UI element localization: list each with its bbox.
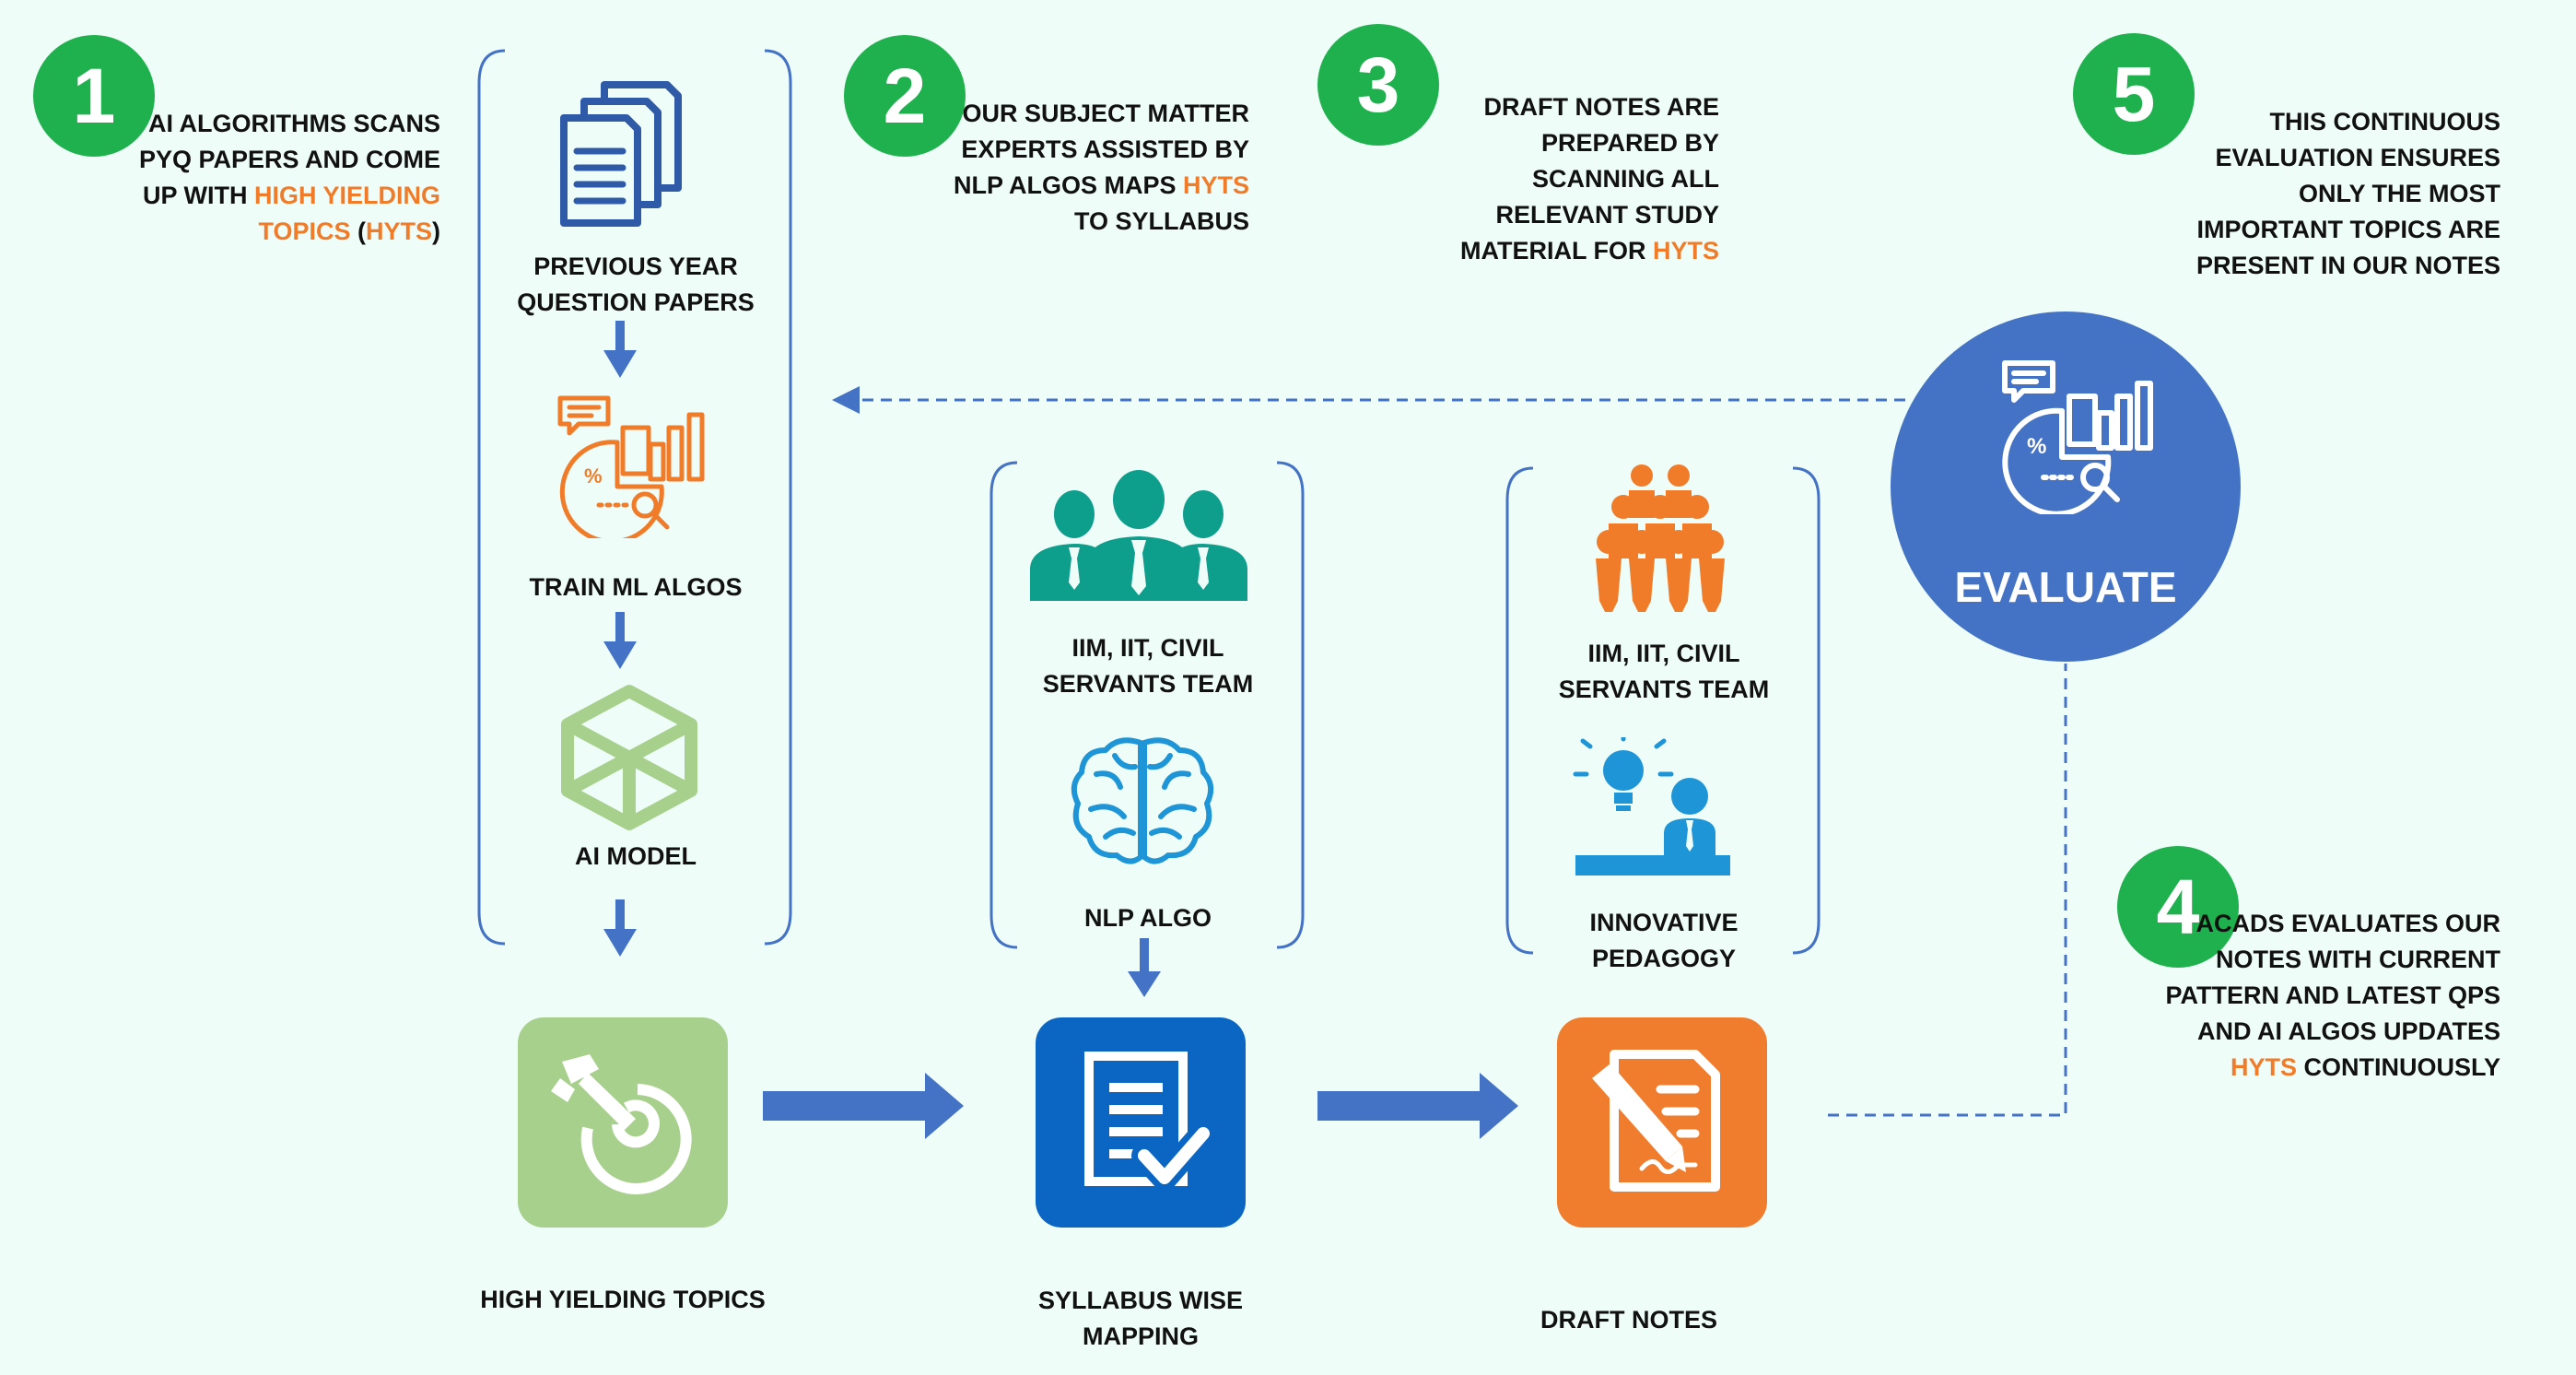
step-2-badge: 2 xyxy=(844,35,966,157)
step-text: MATERIAL FOR xyxy=(1459,237,1653,264)
drafting-team-label: IIM, IIT, CIVIL SERVANTS TEAM xyxy=(1516,636,1811,708)
highlight-text: HIGH YIELDING xyxy=(253,182,440,209)
step-line: TOPICS (HYTS) xyxy=(53,214,440,250)
label-line: QUESTION PAPERS xyxy=(517,288,755,316)
svg-text:%: % xyxy=(2027,434,2046,459)
step-line: AND AI ALGOS UPDATES xyxy=(2196,1017,2500,1045)
step-text: NLP ALGOS MAPS xyxy=(953,171,1183,199)
mapping-bracket xyxy=(989,461,1305,949)
label-line: IIM, IIT, CIVIL xyxy=(1071,634,1224,662)
step-3-badge: 3 xyxy=(1317,24,1439,146)
step-number: 2 xyxy=(883,52,927,139)
step-text: ) xyxy=(432,217,440,245)
presenter-idea-icon xyxy=(1573,737,1730,876)
draft-label: DRAFT NOTES xyxy=(1540,1306,1717,1334)
pyq-label: PREVIOUS YEAR QUESTION PAPERS xyxy=(498,249,774,321)
label-line: PREVIOUS YEAR xyxy=(533,253,738,280)
team-icon xyxy=(1030,470,1247,601)
step-number: 5 xyxy=(2112,50,2156,137)
step-line: PATTERN AND LATEST QPS xyxy=(2165,981,2501,1009)
high-yielding-topics-tile xyxy=(518,1017,728,1228)
evaluate-label: EVALUATE xyxy=(1954,563,2177,611)
swm-label: SYLLABUS WISE MAPPING xyxy=(956,1283,1325,1355)
evaluate-analytics-icon: % xyxy=(2002,360,2153,514)
step-3-text: DRAFT NOTES ARE PREPARED BY SCANNING ALL… xyxy=(1369,89,1719,269)
target-icon xyxy=(551,1054,692,1194)
step-5-badge: 5 xyxy=(2073,33,2195,155)
step-line: IMPORTANT TOPICS ARE xyxy=(2196,216,2500,243)
drafting-bracket xyxy=(1505,466,1821,955)
step-line: ACADS EVALUATES OUR xyxy=(2195,910,2500,937)
draft-notes-tile xyxy=(1557,1017,1767,1228)
step-line: PYQ PAPERS AND COME xyxy=(138,146,440,173)
svg-text:%: % xyxy=(584,464,603,488)
train-label: TRAIN ML ALGOS xyxy=(529,573,743,601)
label-line: SYLLABUS WISE xyxy=(1037,1287,1243,1314)
syllabus-mapping-tile xyxy=(1036,1017,1246,1228)
label-line: SERVANTS TEAM xyxy=(1042,670,1254,698)
people-group-icon xyxy=(1596,464,1725,612)
highlight-text: HYTS xyxy=(1182,171,1249,199)
step-line: NOTES WITH CURRENT xyxy=(2216,946,2500,973)
step-4-badge: 4 xyxy=(2117,846,2239,968)
pipeline-bracket xyxy=(477,49,792,946)
step-text: UP WITH xyxy=(142,182,254,209)
checklist-icon xyxy=(1084,1052,1216,1197)
flow-arrows xyxy=(763,1073,1518,1139)
step-line: RELEVANT STUDY xyxy=(1495,201,1719,229)
step-line: HYTS CONTINUOUSLY xyxy=(2095,1050,2500,1086)
feedback-loop xyxy=(832,386,2067,1117)
step-4-text: ACADS EVALUATES OUR NOTES WITH CURRENT P… xyxy=(2095,906,2501,1086)
step-line: PRESENT IN OUR NOTES xyxy=(2195,252,2500,279)
highlight-text: HYTS xyxy=(1652,237,1719,264)
highlight-text: HYTS xyxy=(365,217,432,245)
label-line: SERVANTS TEAM xyxy=(1558,676,1770,703)
step-line: TO SYLLABUS xyxy=(1073,207,1249,235)
pipeline-down-arrows xyxy=(603,321,1161,997)
nlp-label: NLP ALGO xyxy=(1083,904,1212,932)
step-line: UP WITH HIGH YIELDING xyxy=(53,178,440,214)
step-5-text: THIS CONTINUOUS EVALUATION ENSURES ONLY … xyxy=(2113,104,2500,284)
evaluate-circle: % EVALUATE xyxy=(1891,311,2241,662)
step-line: EXPERTS ASSISTED BY xyxy=(961,135,1249,163)
label-line: INNOVATIVE xyxy=(1589,909,1739,936)
step-line: AI ALGORITHMS SCANS xyxy=(148,110,440,137)
step-2-text: OUR SUBJECT MATTER EXPERTS ASSISTED BY N… xyxy=(862,96,1249,240)
step-line: NLP ALGOS MAPS HYTS xyxy=(862,168,1249,204)
step-line: DRAFT NOTES ARE xyxy=(1483,93,1720,121)
ai-model-label: AI MODEL xyxy=(575,842,697,870)
step-number: 3 xyxy=(1356,41,1400,128)
step-text: ( xyxy=(350,217,366,245)
step-1-text: AI ALGORITHMS SCANS PYQ PAPERS AND COME … xyxy=(53,106,440,250)
highlight-text: HYTS xyxy=(2230,1053,2297,1081)
label-line: PEDAGOGY xyxy=(1591,945,1737,972)
step-line: MATERIAL FOR HYTS xyxy=(1369,233,1719,269)
label-line: IIM, IIT, CIVIL xyxy=(1587,640,1740,667)
brain-icon xyxy=(1071,737,1214,864)
pedagogy-label: INNOVATIVE PEDAGOGY xyxy=(1516,905,1811,977)
analytics-icon: % xyxy=(557,395,705,538)
mapping-team-label: IIM, IIT, CIVIL SERVANTS TEAM xyxy=(1001,630,1295,702)
step-line: OUR SUBJECT MATTER xyxy=(962,100,1249,127)
step-1-badge: 1 xyxy=(33,35,155,157)
cube-icon xyxy=(561,685,697,830)
step-line: THIS CONTINUOUS xyxy=(2269,108,2500,135)
highlight-text: TOPICS xyxy=(258,217,351,245)
pencil-note-icon xyxy=(1592,1050,1720,1192)
documents-icon xyxy=(560,81,682,227)
hyt-label: HIGH YIELDING TOPICS xyxy=(480,1286,766,1313)
step-line: PREPARED BY xyxy=(1540,129,1719,157)
step-number: 1 xyxy=(72,52,116,139)
step-text: CONTINUOUSLY xyxy=(2296,1053,2500,1081)
label-line: MAPPING xyxy=(1082,1322,1199,1350)
step-line: ONLY THE MOST xyxy=(2298,180,2500,207)
step-line: EVALUATION ENSURES xyxy=(2215,144,2500,171)
step-number: 4 xyxy=(2156,863,2200,950)
step-line: SCANNING ALL xyxy=(1532,165,1719,193)
